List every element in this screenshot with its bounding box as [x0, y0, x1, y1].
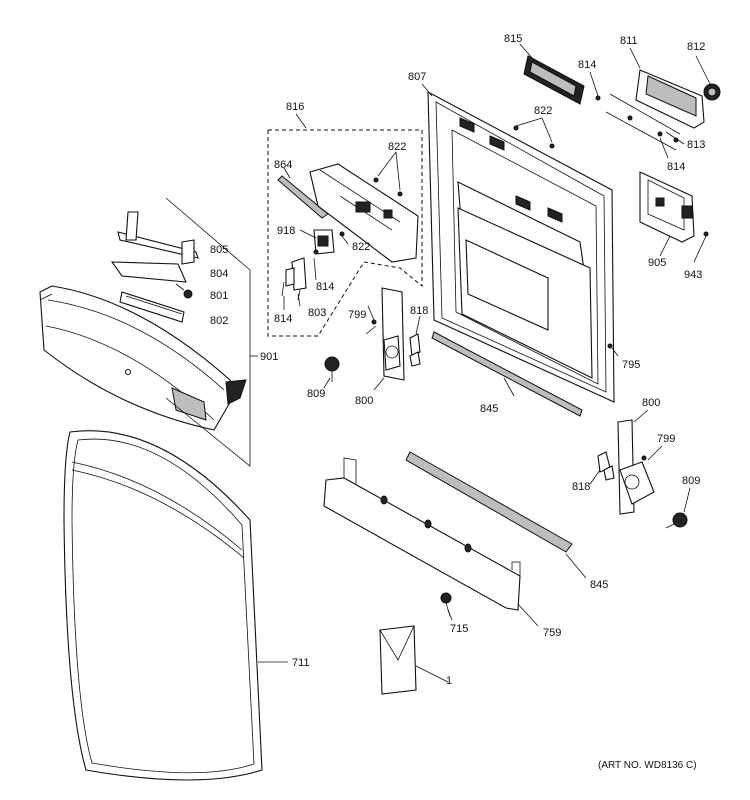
label-845-lower: 845: [590, 579, 608, 591]
part-801-spring: [175, 283, 193, 299]
label-711: 711: [292, 657, 310, 669]
part-802-bar: [119, 291, 185, 323]
label-799-center: 799: [348, 309, 366, 321]
label-800-right: 800: [642, 397, 660, 409]
art-number: (ART NO. WD8136 C): [598, 760, 697, 771]
label-901: 901: [260, 351, 278, 363]
label-807: 807: [408, 71, 426, 83]
label-905: 905: [648, 257, 666, 269]
label-822-top: 822: [534, 105, 552, 117]
hinge-assembly-center: [323, 287, 421, 391]
gasket-845-upper: [431, 331, 583, 417]
label-809-center: 809: [307, 388, 325, 400]
label-759: 759: [543, 627, 561, 639]
label-814-top: 814: [578, 59, 596, 71]
label-795: 795: [622, 359, 640, 371]
part-812-knob: [695, 55, 721, 101]
control-panel-assembly: [39, 285, 247, 431]
label-715: 715: [450, 623, 468, 635]
part-1-literature: [379, 625, 449, 695]
part-759-kickplate: [323, 457, 539, 627]
label-812: 812: [687, 41, 705, 53]
part-715-screw: [440, 592, 453, 621]
label-802: 802: [210, 315, 228, 327]
label-813: 813: [687, 139, 705, 151]
label-864: 864: [274, 159, 292, 171]
label-805: 805: [210, 244, 228, 256]
label-814-box-b: 814: [274, 313, 292, 325]
label-822-box: 822: [388, 141, 406, 153]
label-809-right: 809: [682, 475, 700, 487]
label-918: 918: [277, 225, 295, 237]
part-905-module: [639, 171, 709, 263]
label-815: 815: [504, 33, 522, 45]
hinge-assembly-right: [589, 409, 691, 529]
label-800-center: 800: [355, 395, 373, 407]
inner-door-807: [421, 83, 619, 403]
outer-door-panel: [63, 430, 263, 781]
part-804-plate: [110, 261, 187, 283]
dashed-box-816: [267, 113, 423, 337]
label-845-upper: 845: [480, 403, 498, 415]
label-803: 803: [308, 307, 326, 319]
label-804: 804: [210, 268, 228, 280]
label-818-center: 818: [410, 305, 428, 317]
label-822-mid: 822: [352, 241, 370, 253]
gasket-845-lower: [405, 451, 587, 579]
part-labels: 1 711 715 759 795 799 799 800 800 801 80…: [210, 33, 705, 687]
bracket-901: [165, 197, 251, 467]
part-815-vent: [519, 43, 585, 105]
label-811: 811: [620, 35, 638, 47]
label-814-right: 814: [667, 161, 685, 173]
label-1: 1: [446, 675, 452, 687]
label-814-box-a: 814: [316, 281, 334, 293]
label-801: 801: [210, 290, 228, 302]
label-818-right: 818: [572, 481, 590, 493]
part-805-bracket: [117, 211, 199, 265]
label-943: 943: [684, 269, 702, 281]
part-811-dispenser: [589, 47, 705, 159]
label-816: 816: [286, 101, 304, 113]
label-799-right: 799: [657, 433, 675, 445]
